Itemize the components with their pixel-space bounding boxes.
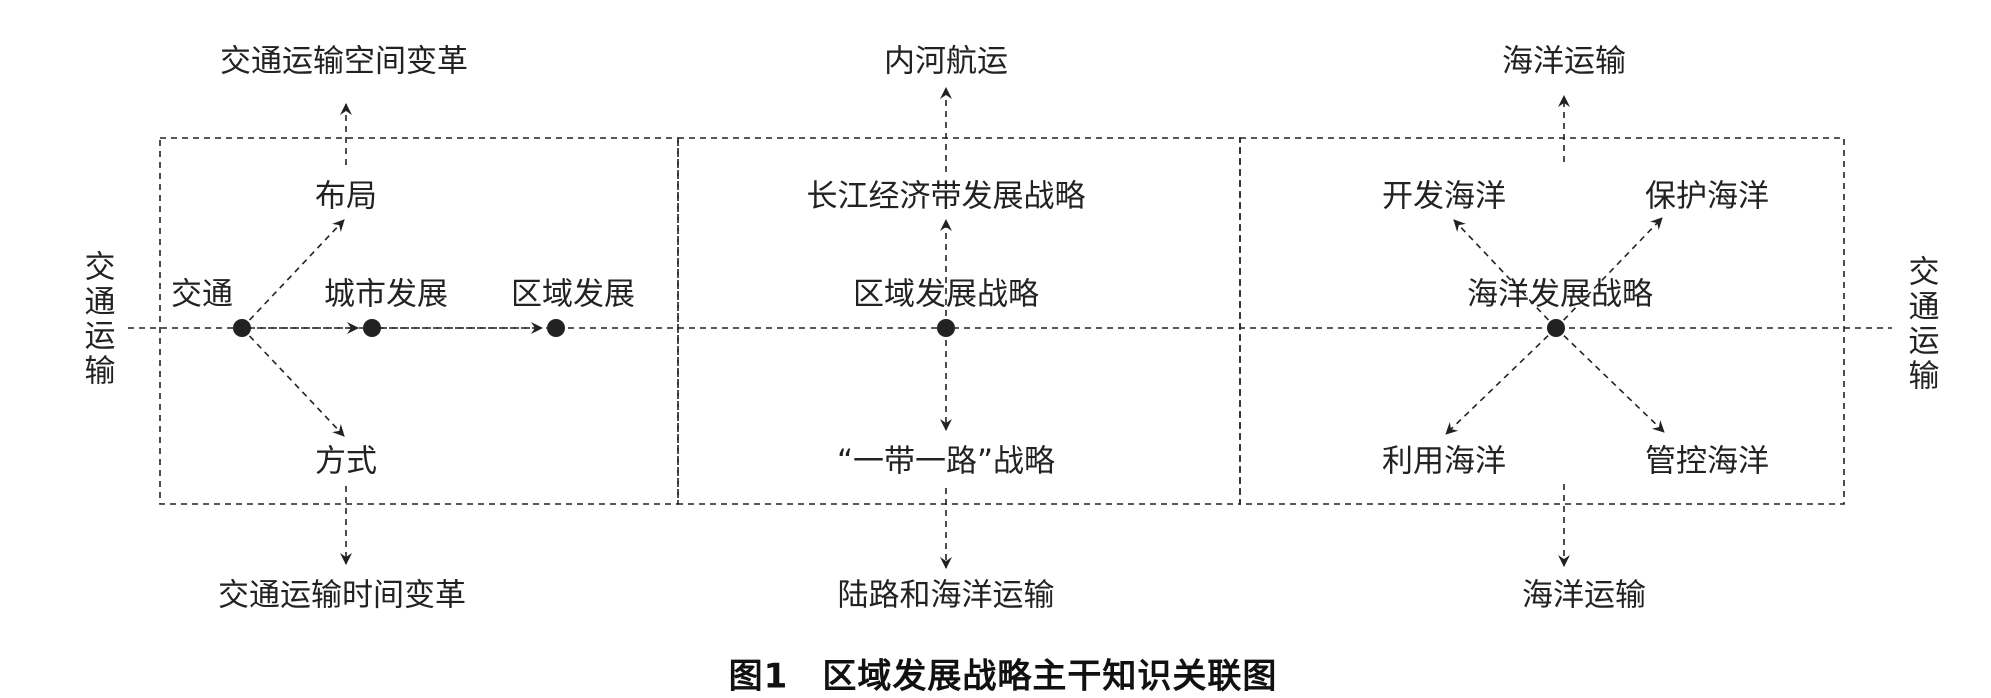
middle-top-outside-label: 内河航运 bbox=[884, 43, 1008, 80]
right-top-outside-label: 海洋运输 bbox=[1502, 43, 1626, 80]
ocean-strategy-label: 海洋发展战略 bbox=[1467, 276, 1653, 313]
urban-development-label: 城市发展 bbox=[324, 276, 448, 313]
right-bottom-outside-label: 海洋运输 bbox=[1522, 577, 1646, 614]
figure-number: 图1 bbox=[728, 656, 789, 697]
arrow-to-layout bbox=[241, 219, 345, 329]
node-middle-center bbox=[937, 319, 955, 337]
right-panel-frame bbox=[1239, 137, 1845, 505]
middle-panel-frame bbox=[677, 137, 1241, 505]
middle-bottom-outside-label: 陆路和海洋运输 bbox=[837, 577, 1055, 614]
node-right-center bbox=[1547, 319, 1565, 337]
arrow-to-develop bbox=[1453, 219, 1557, 329]
develop-ocean-label: 开发海洋 bbox=[1382, 178, 1506, 215]
figure-caption: 图1 区域发展战略主干知识关联图 bbox=[729, 649, 1278, 698]
arrow-to-protect bbox=[1555, 217, 1663, 329]
arrow-to-mode bbox=[241, 327, 345, 437]
figure-title: 区域发展战略主干知识关联图 bbox=[822, 656, 1278, 697]
arrow-to-control bbox=[1555, 327, 1665, 433]
yangtze-strategy-label: 长江经济带发展战略 bbox=[806, 178, 1086, 215]
node-traffic bbox=[233, 319, 251, 337]
belt-road-strategy-label: “一带一路”战略 bbox=[836, 443, 1056, 480]
regional-strategy-label: 区域发展战略 bbox=[853, 276, 1039, 313]
node-regional bbox=[547, 319, 565, 337]
left-top-outside-label: 交通运输空间变革 bbox=[220, 43, 468, 80]
node-urban bbox=[363, 319, 381, 337]
use-ocean-label: 利用海洋 bbox=[1382, 443, 1506, 480]
left-bottom-outside-label: 交通运输时间变革 bbox=[218, 577, 466, 614]
layout-label: 布局 bbox=[315, 178, 377, 215]
control-ocean-label: 管控海洋 bbox=[1645, 443, 1769, 480]
regional-development-label: 区域发展 bbox=[511, 276, 635, 313]
arrow-to-use bbox=[1445, 327, 1557, 435]
traffic-label: 交通 bbox=[171, 276, 233, 313]
left-side-label: 交通运输 bbox=[84, 249, 116, 390]
mode-label: 方式 bbox=[315, 443, 377, 480]
right-side-label: 交通运输 bbox=[1908, 254, 1940, 395]
protect-ocean-label: 保护海洋 bbox=[1645, 178, 1769, 215]
left-panel-frame bbox=[159, 137, 679, 505]
